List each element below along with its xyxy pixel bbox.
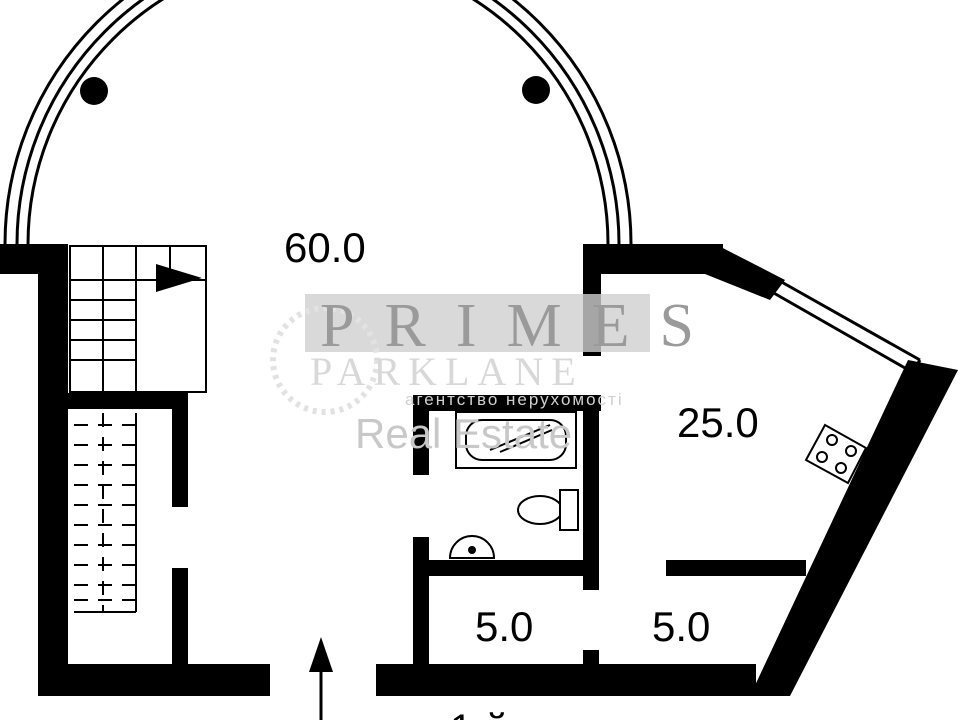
stairs-direction-arrow-icon	[156, 264, 202, 292]
kitchen-window	[770, 278, 922, 374]
watermark-real-estate: Real Estate	[355, 410, 572, 457]
watermark-parklane: PARKLANE	[310, 349, 584, 394]
walls	[0, 244, 958, 696]
stove-icon	[804, 423, 868, 485]
watermark-tagline: агентство нерухомості	[405, 390, 624, 409]
entrance-arrow-icon	[309, 637, 333, 720]
bathtub-icon	[455, 411, 577, 469]
closet-rails	[74, 413, 137, 613]
area-label-storage-right: 5.0	[652, 603, 710, 650]
watermark: PRIMES PARKLANE агентство нерухомості Re…	[270, 292, 724, 457]
bay-window-arc	[3, 0, 633, 245]
toilet-icon	[517, 489, 579, 531]
sink-icon	[448, 535, 496, 559]
area-label-kitchen: 25.0	[677, 399, 759, 446]
column	[80, 77, 108, 105]
watermark-primes: PRIMES	[320, 292, 724, 360]
staircase	[69, 245, 207, 393]
column	[522, 76, 550, 104]
area-label-storage-left: 5.0	[475, 603, 533, 650]
floor-label: 1-й этаж	[450, 707, 606, 720]
area-label-main-hall: 60.0	[284, 224, 366, 271]
